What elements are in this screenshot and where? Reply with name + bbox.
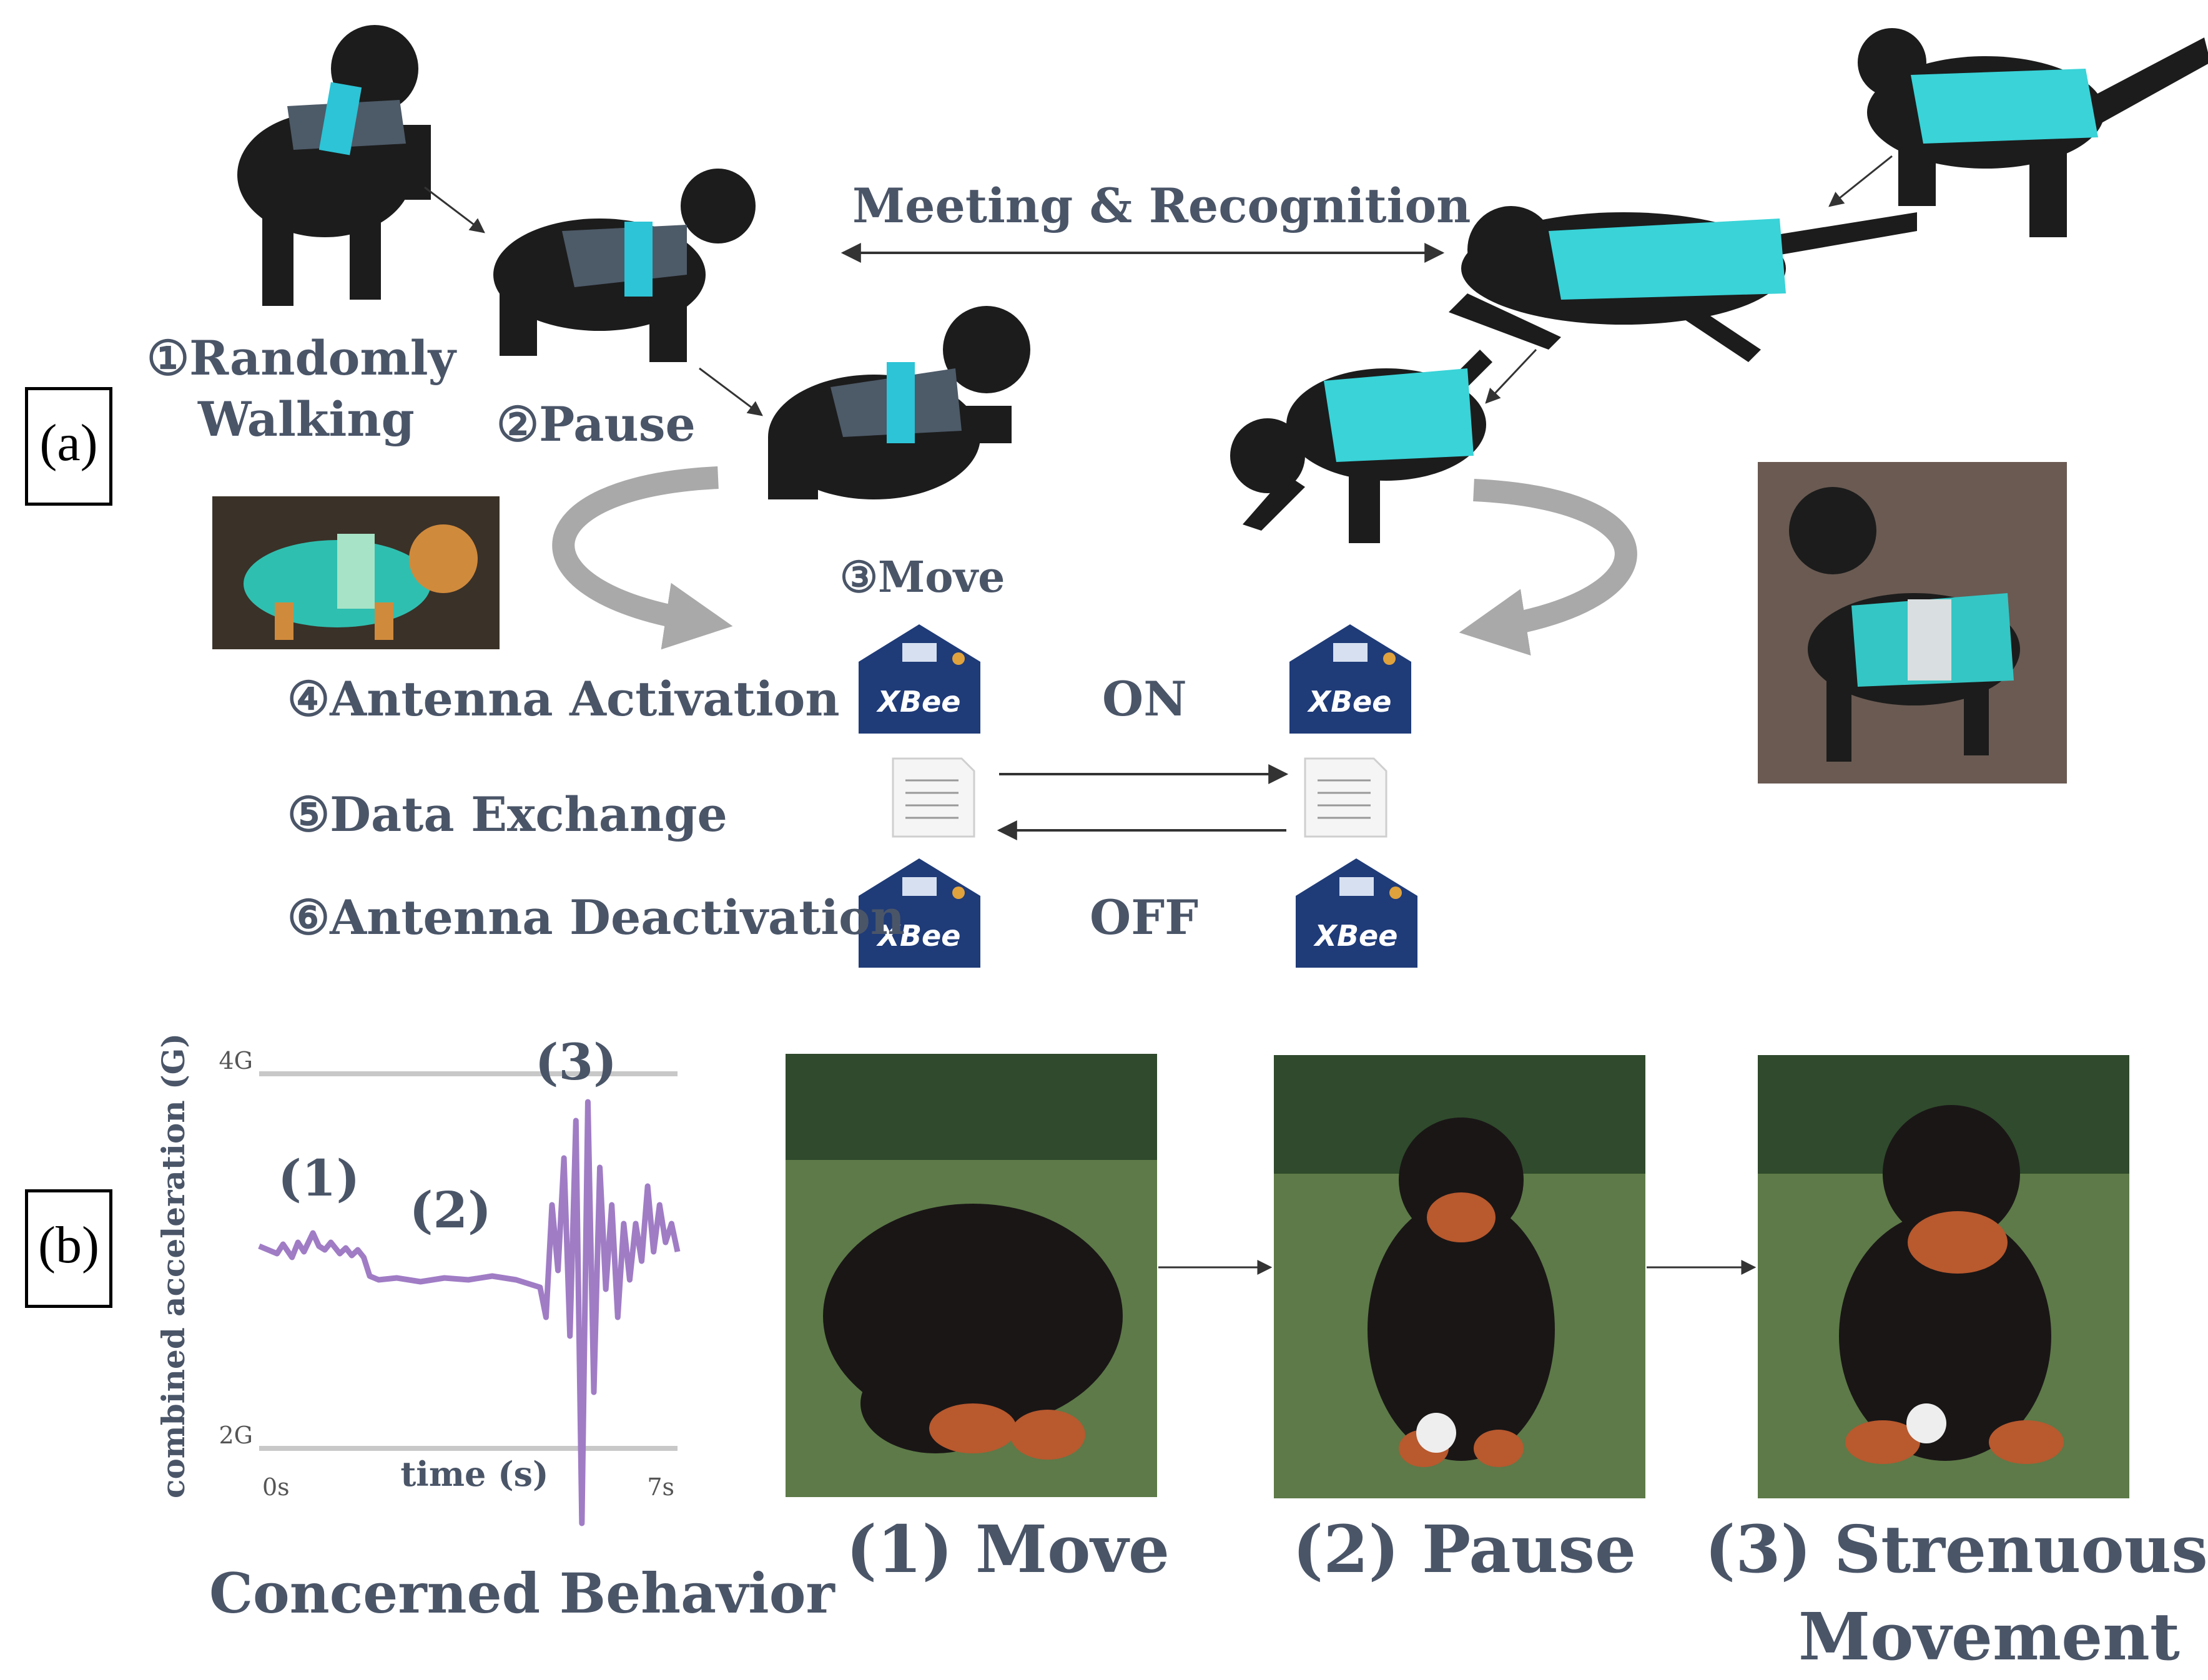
arrow-pause-to-move — [699, 367, 763, 416]
chart-grid — [259, 1071, 678, 1451]
xbee-label: XBee — [1307, 685, 1392, 719]
panel-b-label-box: (b) — [25, 1189, 112, 1308]
caption-pause: (2) Pause — [1293, 1511, 1637, 1588]
step-4-label: ④Antenna Activation — [287, 671, 840, 727]
step-1-text: Randomly — [189, 330, 456, 386]
on-label: ON — [1102, 671, 1187, 727]
step-6-text: Antenna Deactivation — [330, 890, 905, 945]
panel-b-label: (b) — [38, 1216, 99, 1274]
caption-movement: Movement — [1798, 1598, 2180, 1675]
xbee-module-on-right: XBee — [1289, 624, 1411, 734]
y-tick-label: 4G — [219, 1047, 253, 1074]
photo-dachshund-pause — [1274, 1055, 1645, 1498]
dog-move-3 — [768, 306, 1030, 499]
xbee-module-off-left: XBee — [859, 858, 980, 968]
arrow-spaniel-run-to-move — [1485, 348, 1537, 404]
photo-dachshund-strenuous — [1758, 1055, 2129, 1498]
xbee-label: XBee — [1313, 919, 1398, 953]
step-1-text-line2: Walking — [198, 391, 415, 447]
step-5-text: Data Exchange — [330, 787, 727, 842]
chart-line — [258, 1099, 681, 1526]
y-axis-label: combined acceleration (G) — [155, 1033, 192, 1498]
step-5-number: ⑤ — [287, 787, 330, 842]
step-2-label: ②Pause — [496, 396, 696, 452]
acceleration-series-line — [258, 1099, 681, 1526]
photo-corgi — [212, 496, 500, 649]
xbee-label: XBee — [876, 685, 961, 719]
panel-a-label-box: (a) — [25, 387, 112, 506]
step-4-text: Antenna Activation — [330, 671, 840, 727]
step-3-text: Move — [877, 553, 1005, 602]
x-tick-label: 7s — [647, 1473, 674, 1501]
panel-a-label: (a) — [39, 414, 98, 472]
step-5-label: ⑤Data Exchange — [287, 787, 727, 842]
step-1-label: ①Randomly Walking — [147, 328, 456, 450]
photo-dachshund-move — [786, 1054, 1157, 1497]
chart-ticks: 4G 2G 0s 7s — [219, 1047, 674, 1501]
chart-annotation-label: (1) — [278, 1149, 360, 1207]
dog-spaniel-top — [1858, 28, 2208, 237]
step-6-label: ⑥Antenna Deactivation — [287, 890, 905, 945]
photo-poodle-vest — [1758, 462, 2067, 784]
step-6-number: ⑥ — [287, 890, 330, 945]
dog-walking-1 — [237, 25, 431, 306]
meeting-recognition-label: Meeting & Recognition — [852, 178, 1471, 233]
document-icon-left — [892, 757, 975, 838]
arrow-walk-to-pause — [424, 186, 485, 233]
step-2-text: Pause — [539, 396, 696, 452]
caption-strenuous: (3) Strenuous — [1705, 1511, 2208, 1588]
chart-annotation-label: (2) — [410, 1181, 491, 1239]
xbee-module-off-right: XBee — [1296, 858, 1417, 968]
step-1-number: ① — [147, 330, 190, 386]
caption-move: (1) Move — [846, 1511, 1170, 1588]
curved-arrow-left — [552, 466, 733, 650]
document-icon-right — [1304, 757, 1387, 838]
chart-title: Concerned Behavior — [209, 1561, 835, 1626]
step-2-number: ② — [496, 396, 540, 452]
xbee-module-on-left: XBee — [859, 624, 980, 734]
x-axis-label: time (s) — [400, 1454, 548, 1494]
dog-pause-2 — [493, 169, 756, 362]
arrow-spaniel-top-to-run — [1828, 155, 1893, 207]
chart-annotation-label: (3) — [535, 1033, 617, 1091]
y-tick-label: 2G — [219, 1422, 253, 1449]
xbee-label: XBee — [876, 919, 961, 953]
off-label: OFF — [1090, 890, 1199, 945]
dog-spaniel-running — [1449, 206, 1917, 362]
x-tick-label: 0s — [262, 1473, 290, 1501]
acceleration-chart: 4G 2G 0s 7s (1) (2) (3) combined acceleration… — [155, 1033, 681, 1526]
chart-annotations: (1) (2) (3) — [278, 1033, 617, 1239]
curved-arrow-right — [1459, 479, 1637, 656]
step-4-number: ④ — [287, 671, 330, 727]
step-3-number: ③ — [840, 553, 878, 602]
step-3-label: ③Move — [840, 553, 1005, 602]
dog-spaniel-move — [1230, 350, 1492, 543]
